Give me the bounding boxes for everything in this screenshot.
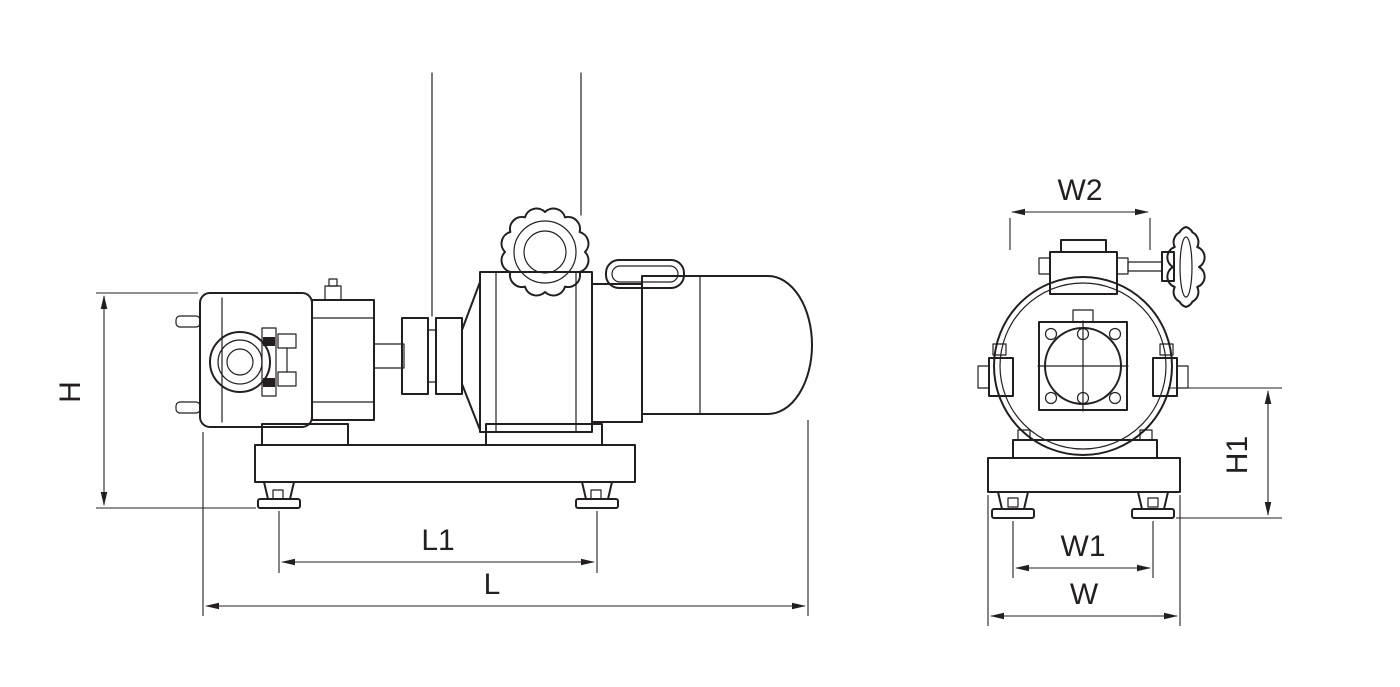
vent-plug-body [324, 285, 342, 301]
motor-body [641, 275, 813, 415]
motor-flange [591, 259, 685, 423]
inlet-ferrule-inner [611, 265, 679, 283]
handwheel-stem [1127, 261, 1163, 272]
coupling-hub-right [435, 317, 463, 395]
dim-label-w: W [1070, 578, 1099, 611]
seal-gland-top [277, 333, 297, 349]
front-foot-left-bolt [1007, 497, 1019, 508]
front-foot-left-pad [991, 508, 1035, 519]
base-frame [254, 444, 636, 483]
dim-label-l: L [484, 568, 501, 601]
dim-label-h1: H1 [1221, 436, 1254, 474]
seal-block-bottom [263, 378, 275, 387]
pump-casing-front [992, 276, 1174, 456]
front-foot-right-pad [1131, 508, 1175, 519]
top-connection [1038, 239, 1129, 295]
bolt-bottom-right [1108, 391, 1122, 405]
side-view: H L1 L [54, 72, 813, 616]
rim-lug-right [1159, 343, 1174, 356]
seal-gland-bottom [277, 371, 297, 387]
port-ferrule-mid [217, 339, 263, 385]
front-cover [199, 292, 313, 428]
foot-left-bolt [272, 489, 284, 500]
pump-shaft [373, 343, 405, 369]
clamp-bore-circle [523, 230, 567, 274]
dim-l: L [202, 420, 809, 616]
clamp-ferrule-circle [513, 220, 577, 284]
dim-w1: W1 [1012, 521, 1154, 578]
inlet-ferrule-outer [605, 259, 685, 289]
inlet-ferrule [605, 259, 685, 289]
dim-label-w1: W1 [1061, 530, 1106, 563]
base-frame-front [987, 457, 1181, 493]
coupling [373, 317, 463, 395]
dim-w2: W2 [1009, 174, 1151, 250]
handwheel-inner [1179, 236, 1193, 298]
seal-block-top [263, 337, 275, 346]
foot-right-pad [575, 498, 619, 509]
port-ferrule-inner [226, 348, 254, 376]
front-foot-left [991, 491, 1035, 519]
gear-reducer [461, 207, 603, 446]
bolt-top-right [1108, 327, 1122, 341]
center-port [1037, 320, 1129, 412]
dim-l1: L1 [278, 511, 598, 573]
baseplate [254, 423, 636, 509]
coupling-spacer [427, 329, 437, 383]
dim-label-w2: W2 [1058, 174, 1103, 207]
pedestal-base [987, 429, 1181, 519]
port-ferrule-outer [209, 331, 271, 393]
front-foot-right-bolt [1147, 497, 1159, 508]
rim-lug-left [992, 343, 1007, 356]
casing-outer-circle [993, 276, 1173, 456]
handwheel [1127, 226, 1206, 308]
dim-label-h: H [54, 381, 87, 403]
dim-w: W [987, 495, 1181, 626]
motor-flange-body [591, 283, 643, 423]
front-foot-right [1131, 491, 1175, 519]
dim-h1: H1 [1168, 387, 1282, 519]
pump-head [175, 292, 313, 428]
vent-plug-cap [328, 278, 338, 287]
dim-h: H [54, 292, 256, 509]
scalloped-clamp-ring [500, 207, 590, 297]
handwheel-rim [1166, 226, 1206, 308]
top-port-clamp-flange [500, 207, 590, 297]
bolt-bottom-left [1044, 391, 1058, 405]
foot-right-bolt [590, 489, 602, 500]
foot-left-pad [257, 498, 301, 509]
foot-left [257, 481, 301, 509]
bolt-top-left [1044, 327, 1058, 341]
vertical-pipe-lines [431, 72, 582, 317]
neck-nub-right [1116, 257, 1129, 275]
motor [641, 275, 813, 415]
shaft-seal-stack [261, 327, 297, 397]
side-pin-right [1176, 365, 1189, 389]
cover-pin-bottom [175, 401, 201, 414]
coupling-hub-left [401, 317, 429, 395]
cover-pin-top [175, 315, 201, 328]
foot-right [575, 481, 619, 509]
reducer-foot-flange [485, 423, 603, 446]
neck-nub-left [1038, 257, 1051, 275]
cover-top-tab [1072, 309, 1094, 323]
seal-housing [261, 327, 277, 397]
bearing-housing [311, 278, 375, 421]
bell-adapter [461, 281, 481, 431]
casing-inner-circle [999, 282, 1167, 450]
neck-body [1049, 251, 1118, 295]
neck-cap [1060, 239, 1107, 253]
side-pin-left [977, 365, 990, 389]
front-view: W2 H1 W1 W [977, 174, 1282, 626]
dim-label-l1: L1 [421, 524, 454, 557]
